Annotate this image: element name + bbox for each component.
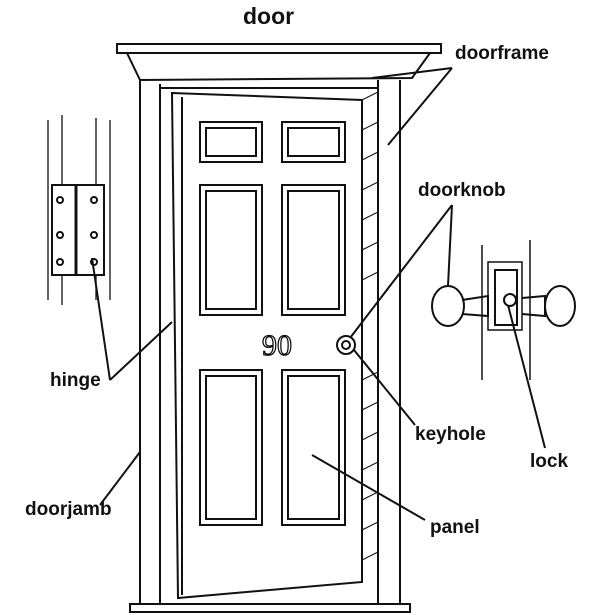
door-cornice	[116, 43, 442, 82]
label-doorframe: doorframe	[455, 43, 549, 64]
doorknob-drawing	[336, 335, 356, 355]
label-keyhole: keyhole	[415, 424, 486, 445]
jamb-shading	[361, 91, 379, 561]
door-slab	[170, 91, 363, 600]
label-doorknob: doorknob	[418, 180, 506, 201]
leader-lines	[91, 67, 546, 521]
label-lock: lock	[530, 451, 569, 472]
hinge-inset	[47, 115, 111, 305]
door-panels	[199, 121, 346, 526]
house-number: 90	[262, 329, 292, 362]
diagram-title: door	[243, 3, 295, 29]
doorframe-drawing	[129, 80, 411, 613]
lock-inset	[431, 240, 576, 380]
label-hinge: hinge	[50, 370, 101, 391]
label-doorjamb: doorjamb	[25, 499, 112, 520]
label-panel: panel	[430, 517, 480, 538]
